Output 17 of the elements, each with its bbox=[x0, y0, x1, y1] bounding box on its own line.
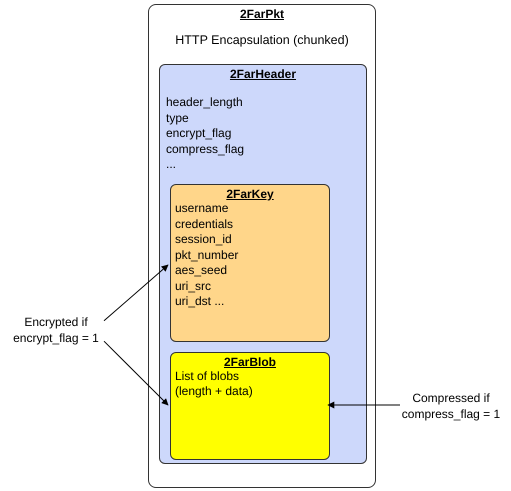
note-text: Compressed if compress_flag = 1 bbox=[400, 390, 502, 422]
field-list: username credentials session_id pkt_number aes_seed uri_src uri_dst ... bbox=[175, 201, 238, 310]
arrow bbox=[104, 340, 168, 406]
header-box bbox=[159, 64, 367, 464]
box-title: 2FarHeader bbox=[230, 67, 296, 81]
box-title: 2FarBlob bbox=[224, 355, 276, 369]
box-title: 2FarKey bbox=[226, 187, 274, 201]
key-box bbox=[170, 184, 330, 342]
arrow bbox=[104, 264, 169, 322]
field-list: header_length type encrypt_flag compress_flag ... bbox=[166, 95, 244, 172]
blob-box bbox=[170, 352, 330, 460]
field-list: List of blobs (length + data) bbox=[175, 369, 275, 399]
note-text: Encrypted if encrypt_flag = 1 bbox=[12, 314, 100, 346]
packet-box bbox=[148, 4, 376, 488]
box-title: 2FarPkt bbox=[240, 7, 284, 21]
arrow bbox=[327, 402, 400, 408]
caption-text: HTTP Encapsulation (chunked) bbox=[174, 33, 350, 47]
